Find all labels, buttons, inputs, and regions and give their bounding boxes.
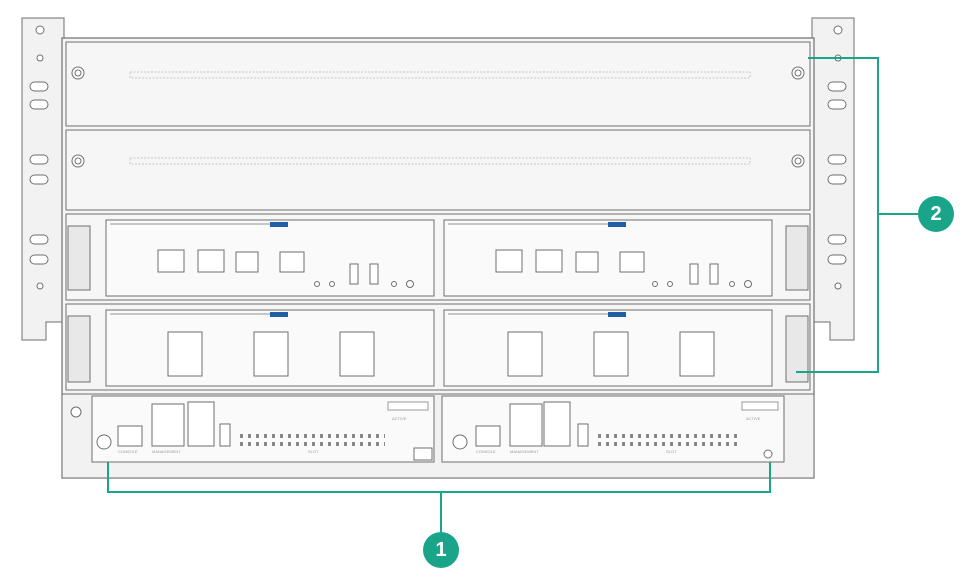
left-mpu-slot-label: SLOT bbox=[308, 449, 319, 454]
callout-2-leader bbox=[796, 57, 918, 373]
right-mpu-management-label: MANAGEMENT bbox=[510, 449, 539, 454]
right-mpu-active-label: ACTIVE bbox=[746, 416, 761, 421]
right-mpu-console-label: CONSOLE bbox=[476, 449, 496, 454]
callout-1-number: 1 bbox=[435, 539, 447, 561]
left-mpu-management-label: MANAGEMENT bbox=[152, 449, 181, 454]
left-mounting-ear bbox=[21, 17, 65, 341]
main-processing-units-row bbox=[61, 393, 815, 479]
blank-filler-panel-1 bbox=[65, 41, 811, 127]
right-mounting-ear bbox=[811, 17, 855, 341]
callout-2-circle bbox=[918, 196, 954, 232]
interface-card-row-1 bbox=[65, 213, 811, 301]
left-mpu-active-label: ACTIVE bbox=[392, 416, 407, 421]
callout-1-circle bbox=[423, 532, 459, 568]
left-mpu-console-label: CONSOLE bbox=[118, 449, 138, 454]
callout-2-number: 2 bbox=[930, 203, 942, 225]
interface-card-row-2 bbox=[65, 303, 811, 391]
right-mpu-slot-label: SLOT bbox=[666, 449, 677, 454]
blank-filler-panel-2 bbox=[65, 129, 811, 211]
callout-1-leader bbox=[107, 462, 771, 532]
